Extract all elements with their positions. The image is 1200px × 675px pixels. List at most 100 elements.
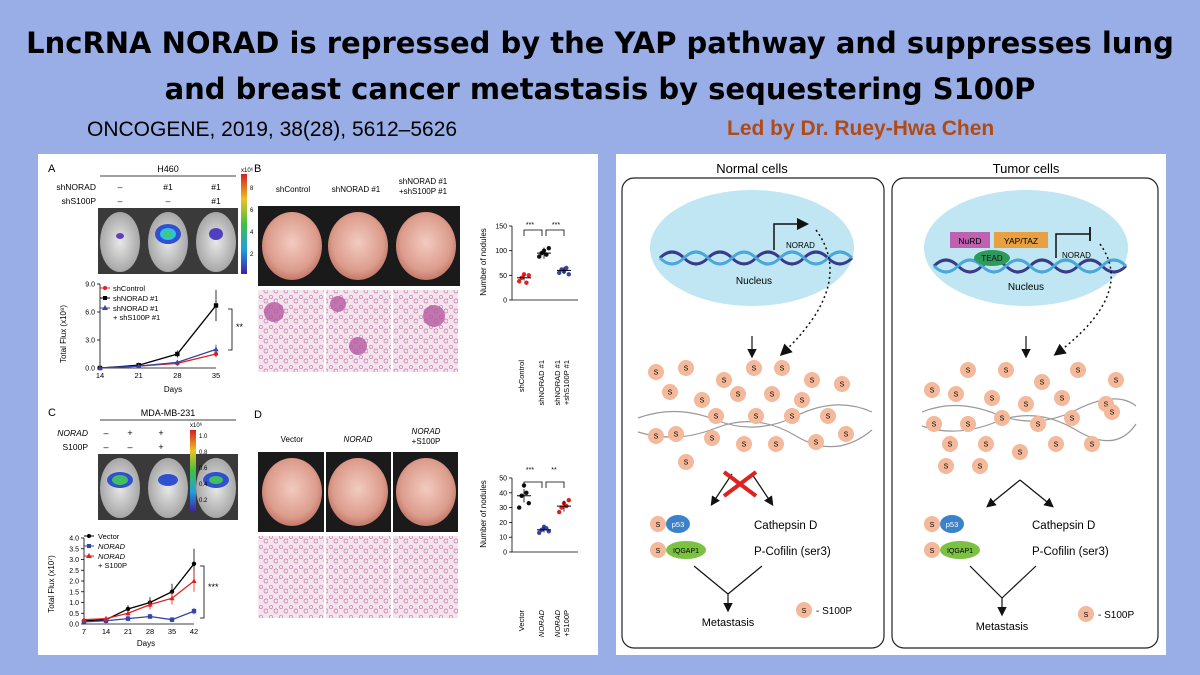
panel-b-ylabel: Number of nodules bbox=[479, 228, 488, 296]
panel-a-colorbar-exp: x10⁶ bbox=[241, 167, 254, 174]
s-label: S bbox=[1054, 442, 1059, 449]
s100p-circle bbox=[746, 360, 762, 376]
panel-c-colorbar-exp: x10⁶ bbox=[190, 422, 203, 429]
s-label: S bbox=[1040, 380, 1045, 387]
legend-item: + S100P bbox=[98, 561, 127, 570]
s100p-circle bbox=[1084, 436, 1100, 452]
s-label: S bbox=[1004, 368, 1009, 375]
s-label: S bbox=[668, 390, 673, 397]
s-label: S bbox=[1090, 442, 1095, 449]
s-label: S bbox=[674, 432, 679, 439]
s-label: S bbox=[944, 464, 949, 471]
panel-b-letter: B bbox=[254, 163, 261, 175]
s-label: S bbox=[1070, 416, 1075, 423]
panel-d-ylabel: Number of nodules bbox=[479, 480, 488, 548]
y-tick-label: 2.0 bbox=[69, 579, 79, 586]
legend-s100p-circle bbox=[1078, 606, 1094, 622]
x-tick-label: 7 bbox=[82, 627, 86, 636]
s100p-circle bbox=[1034, 374, 1050, 390]
s100p-circle bbox=[820, 408, 836, 424]
data-point bbox=[213, 303, 219, 308]
panel-c-cell-line: MDA-MB-231 bbox=[141, 408, 196, 418]
legend-item: shControl bbox=[113, 284, 145, 293]
s100p-circle bbox=[804, 372, 820, 388]
s-label: S bbox=[814, 440, 819, 447]
panel-c-xlabel: Days bbox=[137, 639, 155, 648]
panel-a-letter: A bbox=[48, 163, 56, 175]
panel-c-row1-v1: – bbox=[103, 428, 108, 438]
iqgap1-label: IQGAP1 bbox=[673, 548, 699, 555]
s100p-circle bbox=[694, 392, 710, 408]
s100p-circle bbox=[998, 362, 1014, 378]
panel-a-ylabel: Total Flux (x10⁸) bbox=[59, 305, 68, 363]
s100p-circle bbox=[838, 426, 854, 442]
s-label: S bbox=[1036, 422, 1041, 429]
s100p-circle bbox=[924, 382, 940, 398]
s100p-circle bbox=[942, 436, 958, 452]
data-point bbox=[147, 614, 153, 619]
panel-d-xcat: NORAD bbox=[553, 609, 562, 637]
y-tick-label: 30 bbox=[499, 505, 507, 512]
data-point bbox=[524, 490, 529, 495]
panel-a-colorbar bbox=[241, 174, 247, 274]
panel-a-cb-tick: 8 bbox=[250, 186, 254, 192]
s100p-circle bbox=[748, 408, 764, 424]
data-point bbox=[97, 365, 103, 370]
s-label: S bbox=[722, 378, 727, 385]
y-tick-label: 0 bbox=[503, 550, 507, 557]
panel-a-row2-v1: – bbox=[118, 196, 123, 206]
s-label: S bbox=[1076, 368, 1081, 375]
x-tick-label: 28 bbox=[146, 627, 154, 636]
y-tick-label: 3.0 bbox=[85, 338, 95, 345]
panel-d-sig: ** bbox=[551, 467, 557, 474]
panel-b-sig: *** bbox=[552, 222, 560, 229]
s100p-circle bbox=[1108, 372, 1124, 388]
data-point bbox=[103, 615, 109, 621]
yap-taz-label: YAP/TAZ bbox=[1004, 236, 1038, 246]
normal-cell-box bbox=[621, 177, 885, 649]
p53-protein bbox=[666, 515, 690, 533]
s100p-circle bbox=[774, 360, 790, 376]
legend-item: shNORAD #1 bbox=[113, 294, 158, 303]
s100p-circle bbox=[926, 416, 942, 432]
tead-label: TEAD bbox=[981, 254, 1003, 263]
s100p-circle bbox=[994, 410, 1010, 426]
x-tick-label: 14 bbox=[102, 627, 110, 636]
s100p-circle bbox=[1048, 436, 1064, 452]
tumor-cell-box bbox=[891, 177, 1159, 649]
s100p-circle bbox=[924, 542, 940, 558]
s100p-circle bbox=[716, 372, 732, 388]
panel-c-bioluminescence-image bbox=[98, 454, 238, 520]
y-tick-label: 0 bbox=[503, 298, 507, 305]
panel-b-sig: *** bbox=[526, 222, 534, 229]
legend-item: Vector bbox=[98, 532, 120, 541]
series-line bbox=[83, 563, 195, 622]
s100p-circle bbox=[1018, 396, 1034, 412]
panel-d-sig: *** bbox=[526, 467, 534, 474]
y-tick-label: 0.5 bbox=[69, 611, 79, 618]
panel-c-row1-v2: + bbox=[127, 428, 132, 438]
s-label: S bbox=[802, 608, 807, 615]
y-tick-label: 4.0 bbox=[69, 536, 79, 543]
normal-nucleus-label: Nucleus bbox=[736, 276, 772, 287]
data-point bbox=[566, 498, 571, 503]
data-point bbox=[175, 351, 180, 357]
panel-d-xcat: +S100P bbox=[562, 610, 571, 637]
tead-protein bbox=[974, 250, 1010, 266]
panel-a-cb-tick: 6 bbox=[250, 208, 254, 214]
tumor-cofilin-label: P-Cofilin (ser3) bbox=[1032, 546, 1109, 558]
panel-b-group: shNORAD #1 bbox=[332, 185, 381, 194]
x-tick-label: 14 bbox=[96, 371, 104, 380]
panel-c-significance: *** bbox=[208, 582, 219, 592]
x-tick-label: 42 bbox=[190, 627, 198, 636]
data-point bbox=[526, 273, 531, 278]
data-point bbox=[517, 505, 522, 510]
s100p-circle bbox=[668, 426, 684, 442]
s-label: S bbox=[710, 436, 715, 443]
citation: ONCOGENE, 2019, 38(28), 5612–5626 bbox=[87, 118, 458, 141]
panel-a-row2-label: shS100P bbox=[62, 196, 97, 206]
y-tick-label: 1.5 bbox=[69, 589, 79, 596]
